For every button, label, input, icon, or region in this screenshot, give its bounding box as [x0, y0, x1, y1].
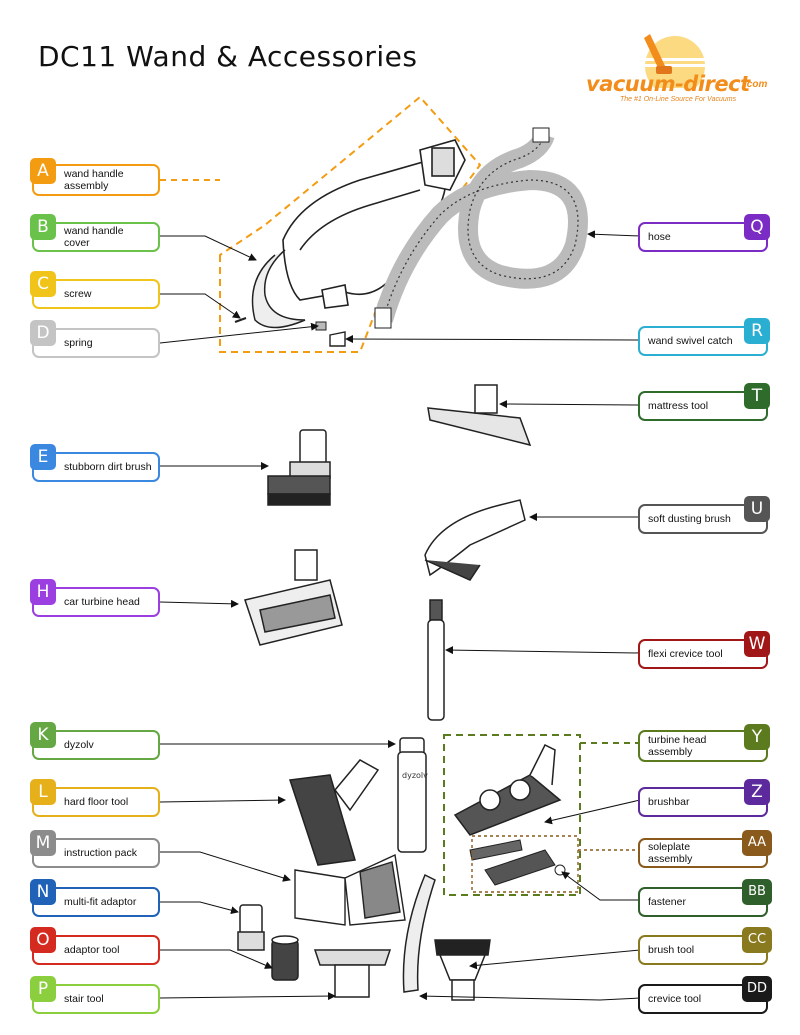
part-badge-A: A	[30, 158, 56, 184]
part-badge-L: L	[30, 779, 56, 805]
part-badge-DD: DD	[742, 976, 772, 1002]
mattress-tool-drawing	[427, 384, 532, 447]
brushbar-drawing	[469, 839, 523, 861]
part-badge-W: W	[744, 631, 770, 657]
swivel-catch-drawing	[329, 331, 346, 347]
part-badge-U: U	[744, 496, 770, 522]
adaptor-tool-drawing	[271, 935, 299, 981]
flexi-crevice-tool-drawing	[427, 599, 445, 721]
part-label-R: wand swivel catch	[638, 326, 768, 356]
leader-lines	[159, 230, 641, 1001]
part-badge-T: T	[744, 383, 770, 409]
part-badge-H: H	[30, 579, 56, 605]
page-title: DC11 Wand & Accessories	[38, 40, 418, 73]
multi-fit-adaptor-drawing	[237, 904, 265, 951]
part-badge-BB: BB	[742, 879, 772, 905]
stair-tool-drawing	[313, 949, 392, 998]
part-badge-Y: Y	[744, 724, 770, 750]
handle-cover-drawing	[251, 249, 306, 329]
logo-sun-icon	[638, 34, 718, 88]
part-badge-P: P	[30, 976, 56, 1002]
brush-tool-drawing	[434, 939, 491, 1001]
part-badge-C: C	[30, 271, 56, 297]
soleplate-drawing	[484, 849, 556, 886]
logo-tagline: The #1 On-Line Source For Vacuums	[620, 96, 737, 103]
vacuum-direct-logo: vacuum-direct .com The #1 On-Line Source…	[580, 28, 780, 108]
part-badge-N: N	[30, 879, 56, 905]
turbine-head-drawing	[453, 743, 562, 836]
logo-wordmark: vacuum-direct	[586, 72, 750, 96]
part-badge-B: B	[30, 214, 56, 240]
hard-floor-tool-drawing	[289, 759, 380, 866]
svg-text:dyzolv: dyzolv	[402, 771, 428, 780]
part-badge-AA: AA	[742, 830, 772, 856]
part-label-W: flexi crevice tool	[638, 639, 768, 669]
soleplate-outline	[471, 835, 579, 893]
part-badge-Q: Q	[744, 214, 770, 240]
part-badge-CC: CC	[742, 927, 772, 953]
soft-dusting-brush-drawing	[424, 499, 526, 581]
part-badge-Z: Z	[744, 779, 770, 805]
screw-drawing	[234, 317, 247, 323]
crevice-tool-drawing	[402, 873, 436, 993]
wand-handle-drawing	[282, 139, 466, 309]
part-badge-E: E	[30, 444, 56, 470]
part-badge-R: R	[744, 318, 770, 344]
part-badge-O: O	[30, 927, 56, 953]
part-badge-K: K	[30, 722, 56, 748]
instruction-pack-drawing	[294, 853, 406, 926]
car-turbine-head-drawing	[244, 549, 343, 646]
turbine-assembly-outline	[443, 734, 581, 896]
dyzolv-can-drawing: dyzolv	[397, 737, 428, 853]
part-badge-D: D	[30, 320, 56, 346]
logo-suffix: .com	[744, 79, 768, 90]
stubborn-dirt-brush-drawing	[267, 429, 331, 506]
part-badge-M: M	[30, 830, 56, 856]
